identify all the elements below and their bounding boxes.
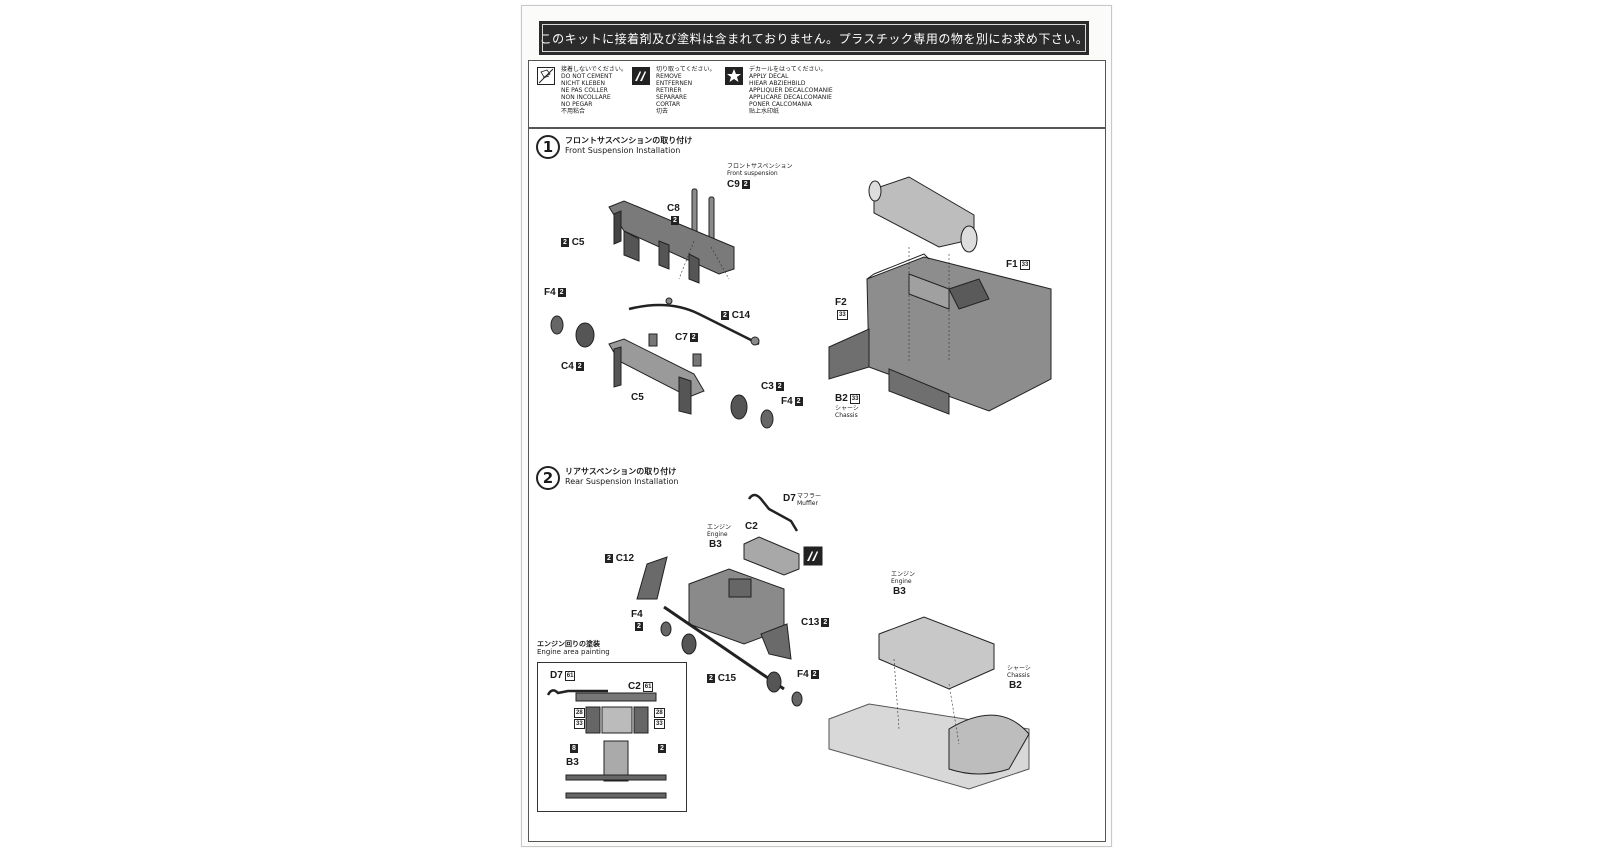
label-engine2-jp: エンジン	[891, 571, 916, 578]
label-engine-jp: エンジン	[707, 524, 732, 531]
paint-label-33-right: 33	[654, 719, 665, 729]
label-front-suspension-en: Front suspension	[727, 170, 778, 177]
part-label-d7: D7	[783, 493, 796, 504]
step-1-title-jp: フロントサスペンションの取り付け	[565, 136, 693, 145]
step-1-drawing	[550, 176, 1052, 429]
part-label-f4-left-2-qty: 2	[635, 622, 643, 631]
part-c13	[760, 623, 792, 660]
step-2-drawing	[636, 493, 1030, 790]
label-engine2-en: Engine	[891, 578, 912, 585]
symbol-legend: 接着しないでください。 DO NOT CEMENT NICHT KLEBEN N…	[528, 60, 1106, 128]
step-2-number: 2	[536, 466, 560, 490]
label-muffler-jp: マフラー	[797, 493, 822, 500]
notice-banner: このキットに接着剤及び塗料は含まれておりません。プラスチック専用の物を別にお求め…	[539, 21, 1089, 55]
wheel-f4-left-2	[660, 621, 672, 637]
label-chassis-jp: シャーシ	[835, 405, 859, 412]
paint-label-b3: B3	[566, 757, 579, 768]
part-label-c14: 2 C14	[721, 310, 751, 321]
part-label-c8-qty: 2	[671, 216, 679, 225]
paint-label-28-right: 28	[654, 708, 665, 718]
no-cement-icon	[537, 67, 555, 85]
label-chassis2-en: Chassis	[1007, 672, 1030, 679]
part-label-c5-lower: C5	[631, 392, 644, 403]
part-c12	[636, 556, 668, 600]
part-label-f2-code: 33	[837, 310, 848, 320]
wheel-f4-right	[760, 409, 774, 429]
paint-label-28-left: 28	[574, 708, 585, 718]
part-label-b2-rear: B2	[1009, 680, 1022, 691]
part-label-f4-left-2: F4	[631, 609, 643, 620]
part-label-b3: B3	[709, 539, 722, 550]
painting-title-jp: エンジン回りの塗装	[537, 640, 600, 648]
axle-c15	[663, 605, 785, 691]
part-label-c8: C8	[667, 203, 680, 214]
painting-title-en: Engine area painting	[537, 648, 610, 656]
part-label-c15: 2 C15	[707, 673, 737, 684]
knife-cut-icon-step2	[803, 546, 823, 566]
instruction-page: このキットに接着剤及び塗料は含まれておりません。プラスチック専用の物を別にお求め…	[521, 5, 1112, 847]
rear-assembly	[878, 616, 995, 690]
decal-star-icon	[725, 67, 743, 85]
step-2-title-en: Rear Suspension Installation	[565, 477, 679, 486]
paint-label-2: 2	[658, 744, 666, 753]
engine-painting-drawing	[546, 689, 667, 799]
part-label-c5-upper: 2 C5	[561, 237, 585, 248]
label-chassis2-jp: シャーシ	[1007, 665, 1031, 672]
step-2-title-jp: リアサスペンションの取り付け	[565, 467, 677, 476]
wheel-f4-right-2	[791, 691, 803, 707]
part-label-b3b: B3	[893, 586, 906, 597]
step-1-title-en: Front Suspension Installation	[565, 146, 681, 155]
muffler-d7	[747, 493, 799, 532]
label-muffler-en: Muffler	[797, 500, 818, 507]
part-label-c2: C2	[745, 521, 758, 532]
part-label-c12: 2 C12	[605, 553, 635, 564]
label-chassis-en: Chassis	[835, 412, 858, 419]
notice-text: このキットに接着剤及び塗料は含まれておりません。プラスチック専用の物を別にお求め…	[539, 31, 1089, 46]
part-label-f2: F2	[835, 297, 847, 308]
tie-rod-c14	[628, 303, 760, 346]
label-front-suspension-jp: フロントサスペンション	[727, 163, 793, 170]
part-c2	[743, 536, 800, 576]
paint-label-33-left: 33	[574, 719, 585, 729]
step-1-number: 1	[536, 135, 560, 159]
hub-c3-right	[730, 394, 748, 420]
knife-cut-icon	[632, 67, 650, 85]
hub-c4-left	[575, 322, 595, 348]
steps-frame: 1 フロントサスペンションの取り付け Front Suspension Inst…	[528, 128, 1106, 842]
paint-label-8: 8	[570, 744, 578, 753]
wheel-f4-left	[550, 315, 564, 335]
label-engine-en: Engine	[707, 531, 728, 538]
part-f1	[948, 278, 990, 310]
